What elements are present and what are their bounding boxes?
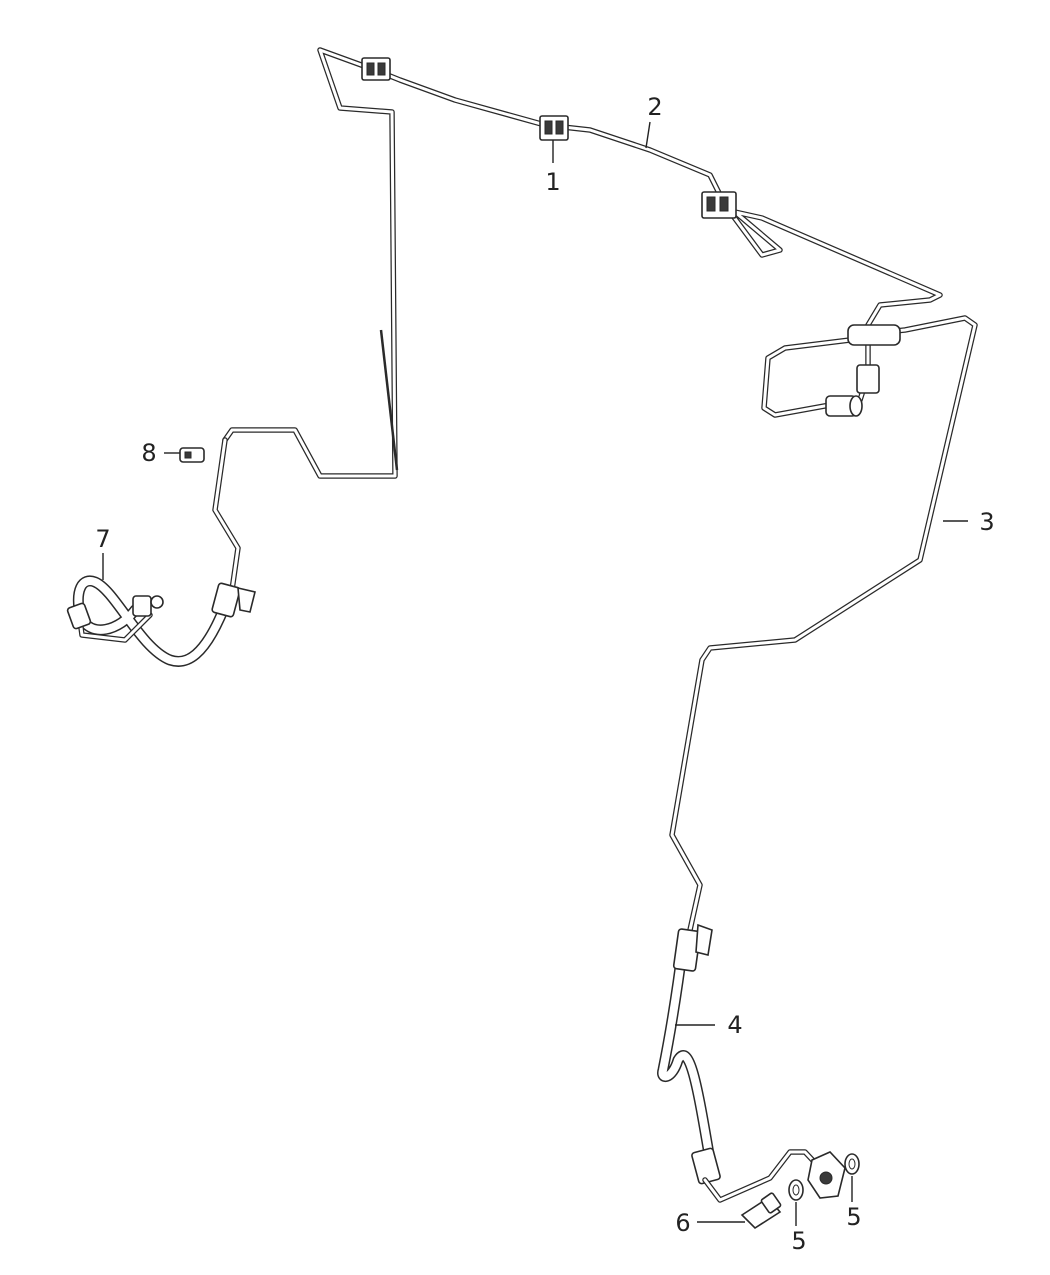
callout-1: 1 bbox=[545, 168, 560, 196]
leader-lines bbox=[102, 121, 968, 1226]
callout-2: 2 bbox=[647, 93, 662, 121]
tube-clip-center bbox=[539, 115, 569, 141]
tube-sleeve bbox=[379, 329, 399, 471]
tube-fitting-upper bbox=[825, 324, 901, 417]
banjo-bolt-6 bbox=[740, 1192, 782, 1230]
washer-5-lower bbox=[788, 1179, 804, 1201]
callout-5-lower: 5 bbox=[791, 1227, 806, 1255]
brake-tube-3 bbox=[669, 315, 978, 933]
banjo-fitting bbox=[807, 1151, 846, 1199]
washer-5-right bbox=[844, 1153, 860, 1175]
bleeder-fitting-8 bbox=[179, 447, 205, 463]
tube-clip-left bbox=[361, 57, 391, 81]
tube-clip-right bbox=[701, 191, 737, 219]
callout-3: 3 bbox=[979, 508, 994, 536]
callout-6: 6 bbox=[675, 1209, 690, 1237]
callout-5-right: 5 bbox=[846, 1203, 861, 1231]
brake-hose-4 bbox=[657, 923, 823, 1203]
brake-tube-2 bbox=[212, 47, 943, 593]
callout-4: 4 bbox=[727, 1011, 742, 1039]
brake-hose-7 bbox=[66, 575, 256, 667]
callout-7: 7 bbox=[95, 525, 110, 553]
callout-8: 8 bbox=[141, 439, 156, 467]
